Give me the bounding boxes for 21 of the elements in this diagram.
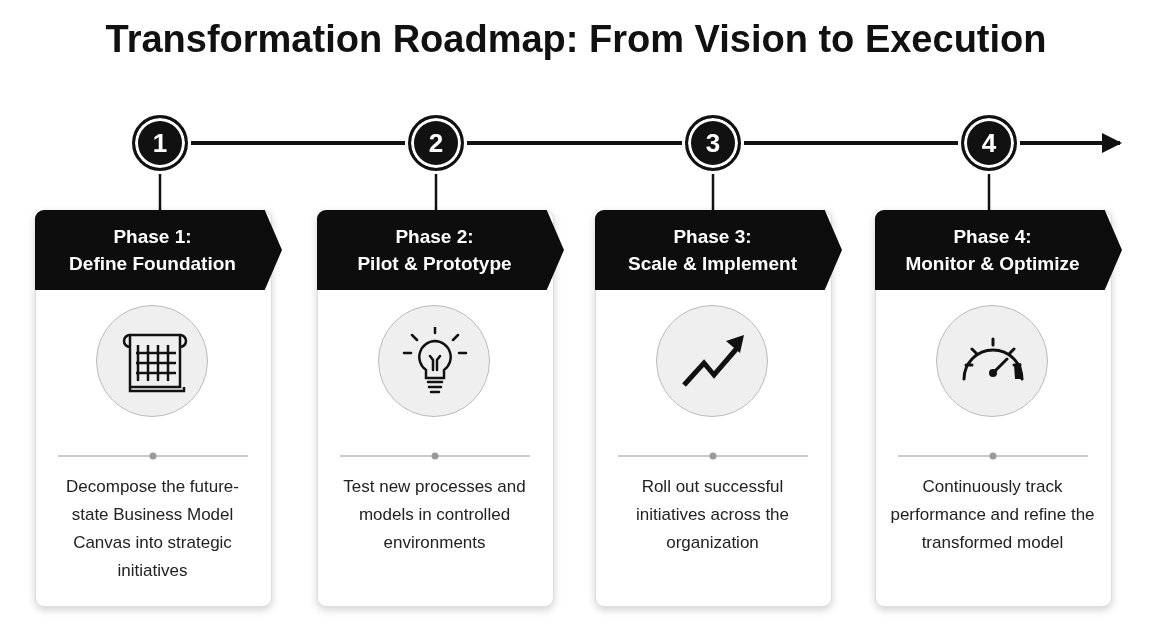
phase-description: Continuously track performance and refine the transformed model [890,476,1095,554]
phase-heading-banner: Phase 1: Define Foundation [35,210,282,290]
connector-line [191,141,405,145]
connector-line [158,174,162,210]
step-number-circle: 3 [685,115,741,171]
timeline-arrow [1020,133,1122,153]
connector-line [467,141,682,145]
connector-line [711,174,715,210]
phase-heading-banner: Phase 2: Pilot & Prototype [317,210,564,290]
step-number-circle: 4 [961,115,1017,171]
step-number-circle: 1 [132,115,188,171]
connector-line [744,141,958,145]
phase-description: Test new processes and models in controlled environments [342,476,527,554]
phase-description: Decompose the future-state Business Model Canvas into strategic initiatives [65,476,240,582]
connector-line [987,174,991,210]
phase-heading-banner: Phase 3: Scale & Implement [595,210,842,290]
title: Transformation Roadmap: From Vision to Execution [105,18,1047,60]
phase-description: Roll out successful initiatives across the organization [634,476,791,554]
step-number-circle: 2 [408,115,464,171]
connector-line [434,174,438,210]
phase-heading-banner: Phase 4: Monitor & Optimize [875,210,1122,290]
